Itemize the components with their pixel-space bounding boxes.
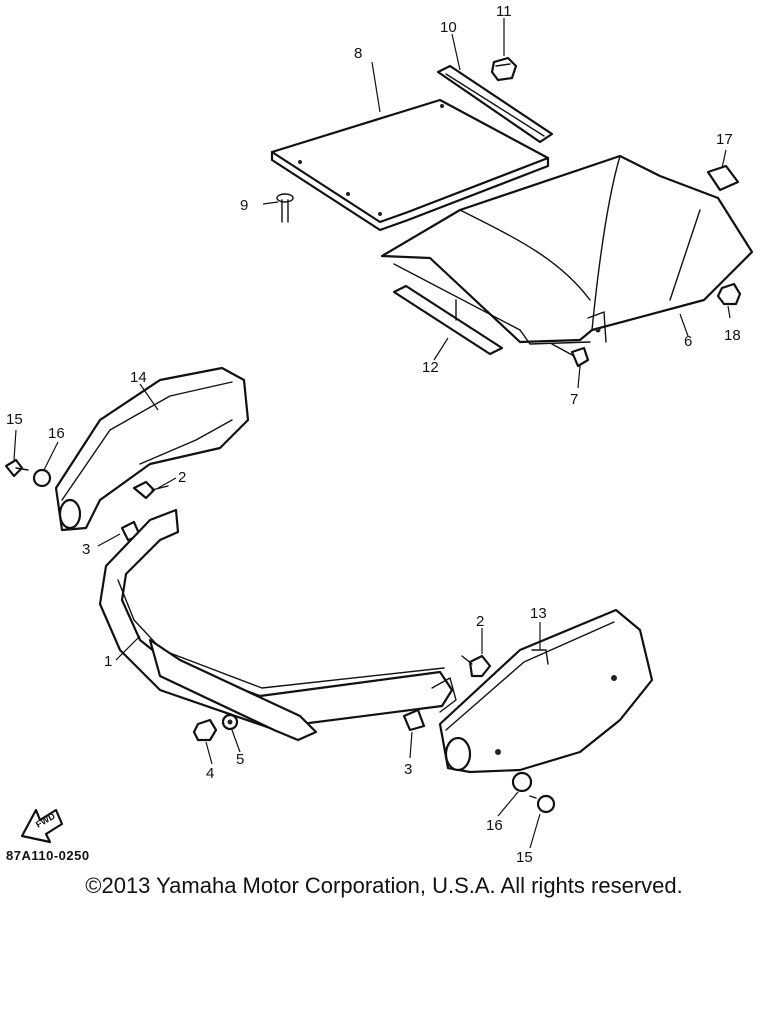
- callout-4: 4: [206, 765, 214, 782]
- part-5-washer: [221, 713, 239, 731]
- part-16-right-collar: [511, 771, 533, 793]
- callout-6: 6: [684, 333, 692, 350]
- callout-16-left: 16: [48, 425, 65, 442]
- callout-12: 12: [422, 359, 439, 376]
- callout-8: 8: [354, 45, 362, 62]
- callout-11: 11: [496, 3, 512, 20]
- part-18-nut: [716, 282, 742, 306]
- part-17-clip: [706, 164, 740, 192]
- callout-7: 7: [570, 391, 578, 408]
- part-15-right-bolt: [529, 794, 556, 814]
- part-6-cover: [380, 154, 754, 345]
- callout-3-lower: 3: [404, 761, 412, 778]
- part-16-left-collar: [32, 468, 52, 488]
- callout-9: 9: [240, 197, 248, 214]
- callout-10: 10: [440, 19, 457, 36]
- part-14-left-guard: [54, 366, 250, 532]
- diagram-reference-code: 87A110-0250: [6, 848, 90, 863]
- callout-3-upper: 3: [82, 541, 90, 558]
- part-7-bolt: [551, 343, 590, 368]
- leader-lines: [13, 18, 731, 849]
- part-10-strip: [436, 64, 554, 144]
- part-3-lower-clip: [402, 708, 426, 732]
- callout-16-right: 16: [486, 817, 503, 834]
- part-15-left-bolt: [4, 458, 29, 478]
- part-13-right-guard: [438, 608, 654, 774]
- callout-17: 17: [716, 131, 733, 148]
- part-11-nut: [490, 56, 518, 82]
- fwd-arrow-icon: FWD: [20, 808, 64, 844]
- part-12-strip: [392, 284, 504, 356]
- part-4-nut: [192, 718, 218, 742]
- callout-15-left: 15: [6, 411, 23, 428]
- callout-13: 13: [530, 605, 547, 622]
- callout-1: 1: [104, 653, 112, 670]
- callout-14: 14: [130, 369, 147, 386]
- part-2-lower-bolt: [461, 654, 492, 678]
- part-1-bumper: [98, 508, 457, 742]
- callout-15-right: 15: [516, 849, 533, 866]
- callout-labels: 1 2 2 3 3 4 5 6 7 8 9 10 11 12 13 14 15 …: [6, 3, 741, 866]
- part-9-rivet: [276, 193, 294, 223]
- callout-2-lower: 2: [476, 613, 484, 630]
- part-2-upper-bolt: [132, 480, 169, 500]
- callout-18: 18: [724, 327, 741, 344]
- callout-2-upper: 2: [178, 469, 186, 486]
- part-8-panel: [270, 98, 550, 232]
- copyright-notice: ©2013 Yamaha Motor Corporation, U.S.A. A…: [85, 873, 683, 898]
- callout-5: 5: [236, 751, 244, 768]
